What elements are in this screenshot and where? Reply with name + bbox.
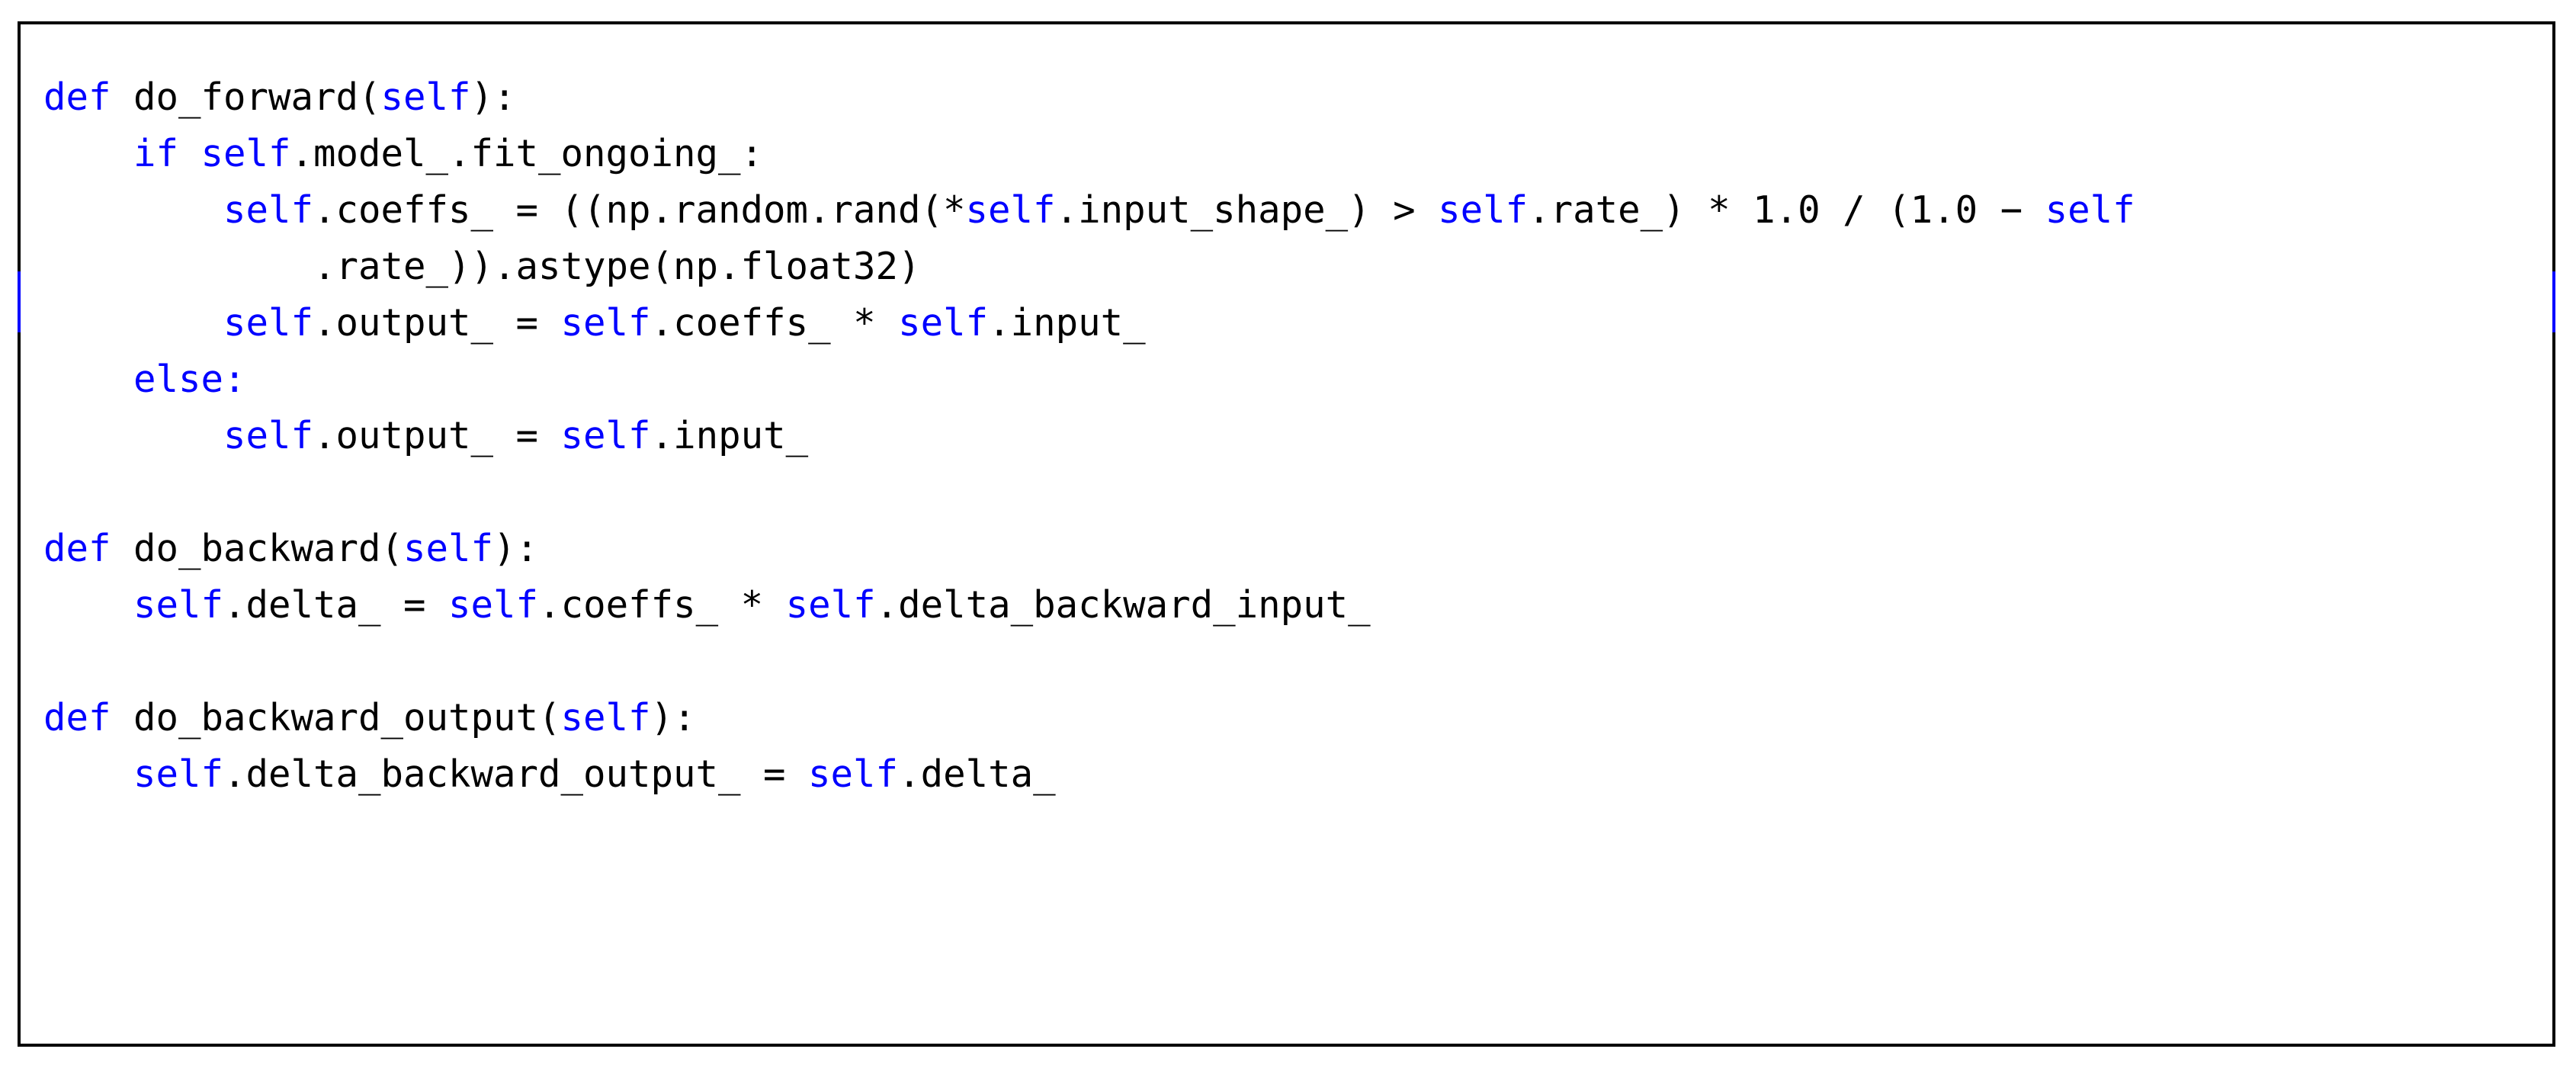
code-line: self.coeffs_ = ((np.random.rand(*self.in… [43, 182, 2552, 239]
code-keyword-token: else [133, 358, 224, 401]
line-overflow-marker-right [2552, 271, 2555, 332]
code-plain-token [43, 583, 133, 627]
code-plain-token: do_backward( [111, 527, 404, 570]
code-plain-token: .input_ [988, 301, 1146, 345]
code-plain-token: .model_.fit_ongoing_: [290, 132, 764, 175]
code-keyword-token: def [43, 527, 111, 570]
code-plain-token [43, 752, 133, 796]
code-plain-token: .rate_)).astype(np.float32) [43, 245, 921, 288]
code-keyword-token: self [133, 583, 224, 627]
code-keyword-token: self [2045, 188, 2135, 232]
code-plain-token: ): [650, 696, 696, 739]
code-plain-token [43, 188, 223, 232]
code-line: if self.model_.fit_ongoing_: [43, 126, 2552, 182]
code-line: self.output_ = self.input_ [43, 408, 2552, 464]
code-plain-token: .input_shape_) > [1055, 188, 1439, 232]
code-keyword-token: def [43, 75, 111, 119]
code-plain-token: .delta_ = [223, 583, 449, 627]
code-keyword-token: self [200, 132, 291, 175]
code-plain-token: .output_ = [313, 414, 561, 457]
code-line: def do_forward(self): [43, 69, 2552, 126]
code-plain-token: .delta_ [898, 752, 1056, 796]
code-line [43, 464, 2552, 521]
code-line: else: [43, 351, 2552, 408]
code-keyword-token: : [223, 358, 246, 401]
code-keyword-token: self [223, 301, 314, 345]
code-keyword-token: self [380, 75, 471, 119]
code-line: self.delta_backward_output_ = self.delta… [43, 746, 2552, 803]
code-plain-token [43, 132, 133, 175]
line-overflow-marker-left [18, 271, 21, 332]
code-keyword-token: def [43, 696, 111, 739]
code-keyword-token: self [560, 696, 651, 739]
code-keyword-token: self [403, 527, 494, 570]
code-keyword-token: if [133, 132, 201, 175]
code-plain-token: .rate_) * 1.0 / (1.0 − [1528, 188, 2045, 232]
code-block[interactable]: def do_forward(self): if self.model_.fit… [43, 69, 2552, 1006]
code-plain-token: .input_ [650, 414, 809, 457]
code-line: def do_backward_output(self): [43, 690, 2552, 746]
code-plain-token: do_forward( [111, 75, 381, 119]
code-plain-token [43, 414, 223, 457]
code-plain-token [43, 301, 223, 345]
code-plain-token: ): [493, 527, 539, 570]
code-plain-token: .coeffs_ * [538, 583, 786, 627]
code-line: .rate_)).astype(np.float32) [43, 239, 2552, 295]
code-listing-frame: def do_forward(self): if self.model_.fit… [18, 21, 2555, 1047]
code-keyword-token: self [785, 583, 876, 627]
code-plain-token: .coeffs_ = ((np.random.rand(* [313, 188, 966, 232]
code-keyword-token: self [223, 188, 314, 232]
code-plain-token: ): [470, 75, 516, 119]
code-keyword-token: self [965, 188, 1056, 232]
code-plain-token: .output_ = [313, 301, 561, 345]
code-keyword-token: self [1438, 188, 1529, 232]
code-line [43, 634, 2552, 690]
code-plain-token: .delta_backward_input_ [875, 583, 1371, 627]
code-keyword-token: self [223, 414, 314, 457]
code-keyword-token: self [133, 752, 224, 796]
code-keyword-token: self [560, 414, 651, 457]
code-keyword-token: self [448, 583, 539, 627]
code-line: self.output_ = self.coeffs_ * self.input… [43, 295, 2552, 351]
code-line: self.delta_ = self.coeffs_ * self.delta_… [43, 577, 2552, 634]
code-keyword-token: self [560, 301, 651, 345]
code-keyword-token: self [898, 301, 989, 345]
code-plain-token: do_backward_output( [111, 696, 561, 739]
code-plain-token [43, 358, 133, 401]
code-line: def do_backward(self): [43, 521, 2552, 577]
code-keyword-token: self [808, 752, 899, 796]
code-plain-token: .coeffs_ * [650, 301, 899, 345]
code-plain-token: .delta_backward_output_ = [223, 752, 809, 796]
